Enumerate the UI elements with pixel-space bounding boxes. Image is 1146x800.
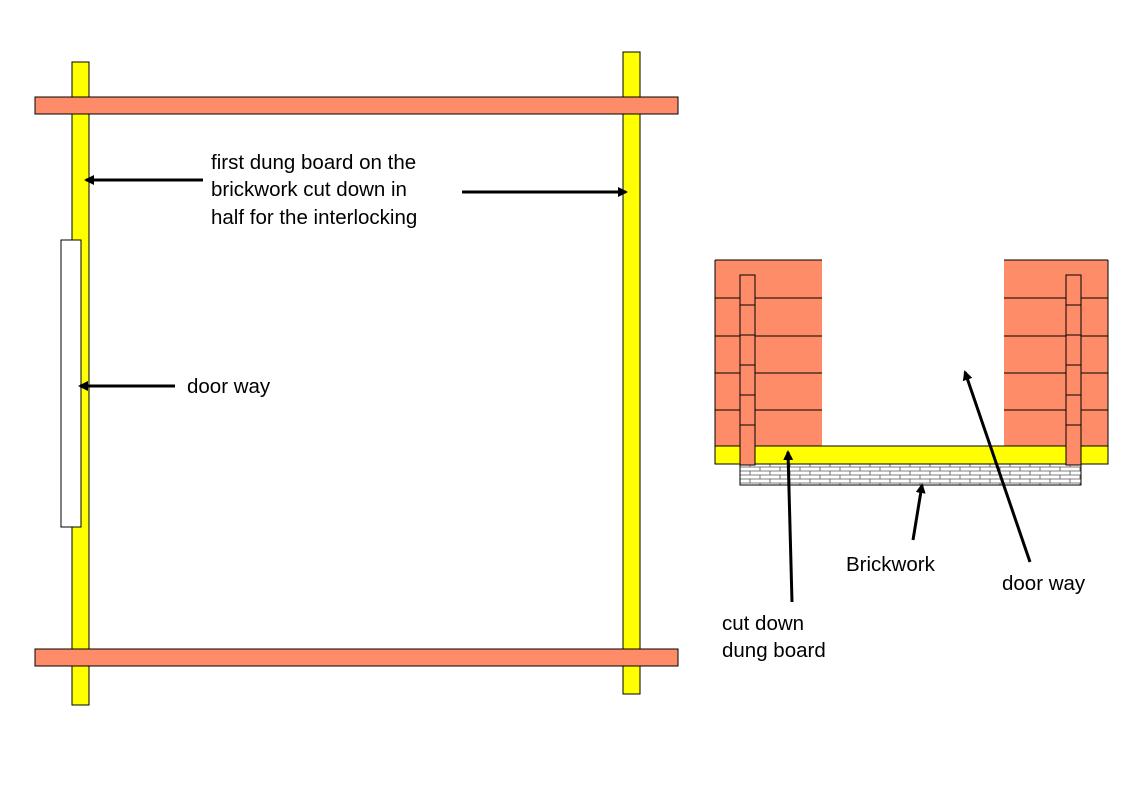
cut-board-label-line2: dung board: [722, 639, 826, 662]
top-cross-board: [34, 96, 679, 115]
left-post: [739, 274, 756, 466]
elevation-door-label: door way: [1002, 572, 1086, 595]
right-brick-pier: [1004, 259, 1109, 446]
brickwork-base: [739, 462, 1082, 486]
arrow-to-brickwork: [911, 483, 926, 541]
arrow-to-cut-board: [783, 450, 794, 603]
door-way-opening: [60, 239, 82, 528]
plan-view: first dung board on the brickwork cut do…: [34, 51, 679, 706]
bottom-cross-board: [34, 648, 679, 667]
plan-label-line3: half for the interlocking: [211, 206, 417, 229]
left-brick-pier: [714, 259, 822, 446]
elevation-view: Brickwork door way cut down dung board: [714, 259, 1109, 662]
brickwork-label: Brickwork: [846, 553, 936, 576]
plan-door-label: door way: [187, 375, 271, 398]
cut-down-dung-board: [714, 445, 1109, 465]
right-dung-board: [622, 51, 641, 695]
arrow-to-door-way: [962, 370, 1032, 563]
right-post: [1065, 274, 1082, 466]
cut-board-label-line1: cut down: [722, 612, 804, 635]
plan-label-line1: first dung board on the: [211, 151, 416, 174]
plan-label-line2: brickwork cut down in: [211, 178, 407, 201]
